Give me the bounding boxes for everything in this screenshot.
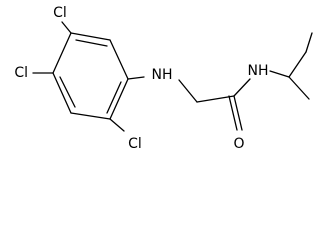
atom-label-cl-top: Cl (53, 5, 67, 21)
atom-label-nh-amide: NH (248, 63, 269, 79)
atom-label-cl-bottom: Cl (128, 136, 142, 152)
bond-cl-top (61, 21, 72, 34)
bond-nh-to-ch (269, 70, 290, 78)
bond-carbonyl-upper (233, 95, 243, 131)
bond-ring-double-3 (106, 81, 122, 114)
bond-nh-to-ch2 (178, 79, 198, 103)
atom-label-nh-amine: NH (152, 67, 173, 83)
bond-ch-to-ch2 (288, 51, 307, 78)
bond-ring-5 (109, 78, 129, 120)
atom-label-o: O (233, 136, 244, 152)
bond-ring-double-1 (75, 39, 108, 47)
bond-ring-6 (109, 39, 129, 80)
atom-label-cl-left: Cl (14, 65, 28, 81)
bond-carbonyl-to-nh (233, 78, 251, 97)
bond-carbonyl-lower (228, 95, 238, 131)
bond-ring-1 (70, 32, 111, 41)
bond-cl-bottom (109, 118, 125, 132)
bond-ch-to-methyl (288, 76, 310, 100)
bond-ch2-to-methyl (305, 32, 313, 53)
bond-ring-3 (52, 72, 72, 114)
benzene-ring (52, 32, 129, 120)
molecule-structure: Cl Cl Cl NH NH O (14, 5, 313, 152)
bond-ch2-to-carbonyl (196, 95, 235, 103)
bond-ring-4 (70, 112, 111, 120)
bond-ring-to-nh (127, 76, 145, 80)
bond-ring-double-2 (59, 76, 76, 108)
bond-ring-2 (52, 32, 72, 74)
